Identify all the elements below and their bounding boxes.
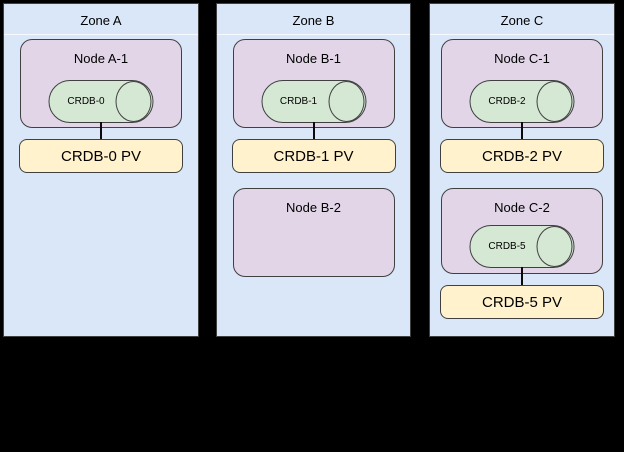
node-title: Node B-1 [286,51,341,66]
zone-title-separator [217,34,410,35]
connector-line [521,122,523,139]
zone-title-separator [430,34,614,35]
pv-box-crdb-1: CRDB-1 PV [231,139,396,173]
zone-title: Zone A [80,13,122,28]
cylinder-cap-icon [115,81,152,122]
node-c-2: Node C-2 CRDB-5 [441,188,603,274]
node-c-1: Node C-1 CRDB-2 [441,39,603,128]
zone-title: Zone B [292,13,335,28]
connector-line [521,267,523,285]
pv-label: CRDB-2 PV [481,147,563,165]
database-cylinder-crdb-2: CRDB-2 [469,80,575,123]
connector-line [312,122,315,139]
cylinder-cap-icon [536,226,573,267]
node-a-1: Node A-1 CRDB-0 [20,39,182,128]
zone-a: Zone A Node A-1 CRDB-0 CRDB-0 PV [3,3,199,337]
zone-title: Zone C [500,13,544,28]
node-title: Node C-2 [494,200,550,215]
node-title: Node A-1 [73,51,129,66]
cylinder-label: CRDB-2 [488,96,526,107]
zone-c: Zone C Node C-1 CRDB-2 CRDB-2 PV Node C-… [429,3,615,337]
zone-b: Zone B Node B-1 CRDB-1 CRDB-1 PV Node B-… [216,3,411,337]
cylinder-label: CRDB-1 [279,96,318,107]
zone-title-separator [4,34,198,35]
database-cylinder-crdb-0: CRDB-0 [48,80,154,123]
pv-label: CRDB-0 PV [60,147,142,165]
pv-box-crdb-2: CRDB-2 PV [440,139,604,173]
connector-line [100,122,102,139]
cylinder-cap-icon [536,81,573,122]
cylinder-label: CRDB-5 [488,241,526,252]
node-title: Node B-2 [286,200,341,215]
cylinder-label: CRDB-0 [67,96,105,107]
pv-box-crdb-5: CRDB-5 PV [440,285,604,319]
database-cylinder-crdb-1: CRDB-1 [261,80,366,123]
node-b-2: Node B-2 [232,188,395,277]
node-title: Node C-1 [494,51,550,66]
pv-label: CRDB-5 PV [481,293,563,311]
pv-box-crdb-0: CRDB-0 PV [19,139,183,173]
pv-label: CRDB-1 PV [273,147,354,165]
database-cylinder-crdb-5: CRDB-5 [469,225,575,268]
node-b-1: Node B-1 CRDB-1 [232,39,395,128]
cylinder-cap-icon [328,81,364,122]
